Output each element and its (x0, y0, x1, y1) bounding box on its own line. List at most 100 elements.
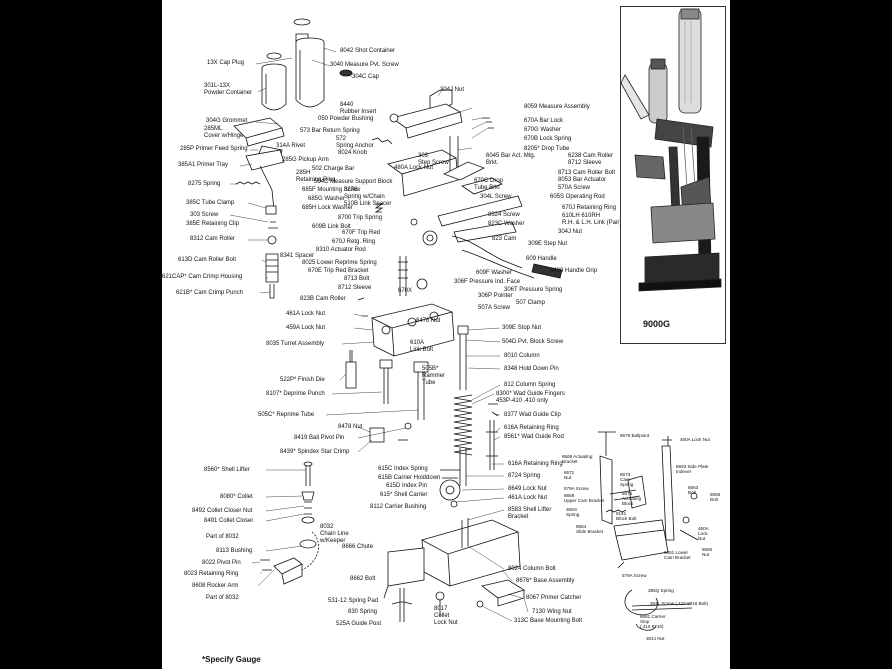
indexer-inset (598, 431, 699, 631)
part-label: 510B Link Spacer (344, 201, 392, 207)
part-label: 8042 Shot Container (340, 48, 396, 54)
part-label: 8010 Column (504, 353, 540, 359)
part-label: 8022 Pivot Pin (202, 560, 241, 566)
part-label: 823B Cam Roller (300, 296, 346, 302)
part-label: 460A Lock Nut (698, 526, 709, 541)
part-label: 8671 Nut (564, 470, 575, 480)
part-label: 8653 Side Plate Indexer (676, 464, 709, 474)
part-label: Part of 8032 (206, 595, 239, 601)
part-label: 8713 Cam Roller Bolt (558, 170, 616, 176)
part-label: 670J Retaining Ring (562, 205, 617, 211)
part-label: 8080* Collet (220, 494, 253, 500)
shell-lifter-part (299, 461, 317, 549)
part-label: 8107* Deprime Punch (266, 391, 325, 397)
part-label: 7130 Wing Nut (532, 609, 572, 615)
part-label: 8059 Measure Assembly (524, 104, 590, 110)
exploded-parts-diagram (229, 18, 699, 631)
part-label: 8712 Sleeve (338, 285, 372, 291)
part-label: 304L Screw (.410 8718 Bolt) (650, 601, 709, 606)
part-label: 8113 Bushing (216, 548, 253, 554)
part-label: 306F Pressure Ind. Face (454, 279, 521, 285)
part-label: 670C Drop Tube Brkt (474, 178, 504, 191)
part-label: 610LH 610RH R.H. & L.H. Link (Pair) (562, 213, 622, 226)
part-label: 460A Lock Nut (680, 437, 710, 442)
leader-lines (229, 47, 529, 622)
part-label: 8035 Turret Assembly (266, 341, 325, 347)
part-label: 365G Spring (566, 507, 580, 517)
part-label: 823C Washer (488, 221, 525, 227)
part-label: 303 Screw (190, 212, 219, 218)
part-label: 8724 Spring (508, 473, 541, 479)
part-label: 8681 Carrier Stop (.410 8716) (640, 614, 666, 629)
part-label: 613D Cam Roller Bolt (178, 257, 237, 263)
part-label: 8476 Nut (416, 318, 441, 324)
part-label: 304J Nut (558, 229, 583, 235)
part-label: 8651 Lower Cam Bracket (664, 550, 691, 560)
dies-and-tubes (345, 350, 429, 443)
rocker-arm-part (260, 531, 319, 585)
part-label: 670G Washer (524, 127, 561, 133)
part-label: 570A Screw (558, 185, 591, 191)
part-label: 8205* Drop Tube (524, 146, 570, 152)
part-label: 685G Washer (308, 196, 345, 202)
part-label: 830 Spring (348, 609, 378, 615)
model-number-caption: 9000G (643, 319, 671, 329)
part-label: 8275 Spring (188, 181, 221, 187)
column-and-springs (453, 325, 499, 486)
part-label: 615D Index Pin (386, 483, 428, 489)
part-label: 13X Cap Plug (207, 60, 245, 66)
part-label: 304L Screw (480, 194, 512, 200)
part-label: 505B* Rammer Tube (422, 366, 446, 386)
part-label: 507 Clamp (516, 300, 546, 306)
part-label: 461A Lock Nut (286, 311, 326, 317)
part-label: 8666 Chute (342, 544, 374, 550)
part-label: 504C Measure Support Block (314, 179, 393, 185)
part-label: 313C Base Mounting Bolt (514, 618, 583, 624)
part-label: 8561* Wad Guide Rod (504, 434, 564, 440)
part-label: 531-12 Spring Pad (328, 598, 379, 604)
part-label: 306P Pointer (478, 293, 513, 299)
part-label: 8024 Column Bolt (508, 566, 556, 572)
part-label: 670A Bar Lock (524, 118, 564, 124)
part-label: 303 Step Screw (418, 153, 449, 166)
reloader-photo-image (620, 7, 725, 317)
part-label: 8658 Upper Cam Bracket (564, 493, 605, 503)
part-label: 507A Screw (478, 305, 511, 311)
part-label: 8032 Chain Line w/Keeper (320, 524, 349, 544)
part-label: 610A Link Bolt (410, 340, 434, 353)
primer-feed-assembly (233, 117, 285, 229)
part-label: 304J Nut (440, 87, 465, 93)
part-label: 8673 Cam Spring (620, 472, 634, 487)
part-label: 621B* Cam Crimp Punch (176, 290, 244, 296)
product-photo-frame: 9000G (620, 6, 726, 344)
part-label: 6238 Cam Roller 8712 Sleeve (568, 153, 614, 166)
part-label: Part of 8032 (206, 534, 239, 540)
part-label: 304J Nut (646, 636, 665, 641)
part-label: 8658 Bolt (710, 492, 721, 502)
part-label: 461A Lock Nut (508, 495, 548, 501)
part-label: 615B Carrier Holddown (378, 475, 441, 481)
powder-container-part (261, 52, 287, 111)
part-label: 309E Stop Nut (502, 325, 542, 331)
handle-and-link-assembly (374, 161, 563, 296)
part-label: 812 Column Spring (504, 382, 556, 388)
part-label: 8341 Spacer (280, 253, 315, 259)
part-label: 8608 Rocker Arm (192, 583, 239, 589)
part-label: 285ML Cover w/Hinge (204, 126, 244, 139)
part-label: 8713 Bolt (344, 276, 370, 282)
part-label: 505C* Reprime Tube (258, 412, 315, 418)
part-label: 459A Lock Nut (286, 325, 326, 331)
part-label: 8649 Lock Nut (508, 486, 547, 492)
part-label: 301L-13X Powder Container (204, 83, 253, 96)
part-label: 609B Link Bolt (312, 224, 351, 230)
part-label: 685F Mounting Screw (302, 187, 361, 193)
part-label: 8312 Cam Roller (190, 236, 236, 242)
part-label: 8439* Spindex Star Crimp (280, 449, 350, 455)
part-label: 670E Trip Red Bracket (308, 268, 369, 274)
part-label: 8324 Screw (488, 212, 520, 218)
part-label: 050 Powder Bushing (318, 116, 374, 122)
part-label: 8663 Bolt (688, 485, 699, 495)
part-label: 522P* Finish Die (280, 377, 325, 383)
part-label: 309E Step Nut (528, 241, 568, 247)
part-label: 8583 Shell Lifter Bracket (508, 507, 552, 520)
